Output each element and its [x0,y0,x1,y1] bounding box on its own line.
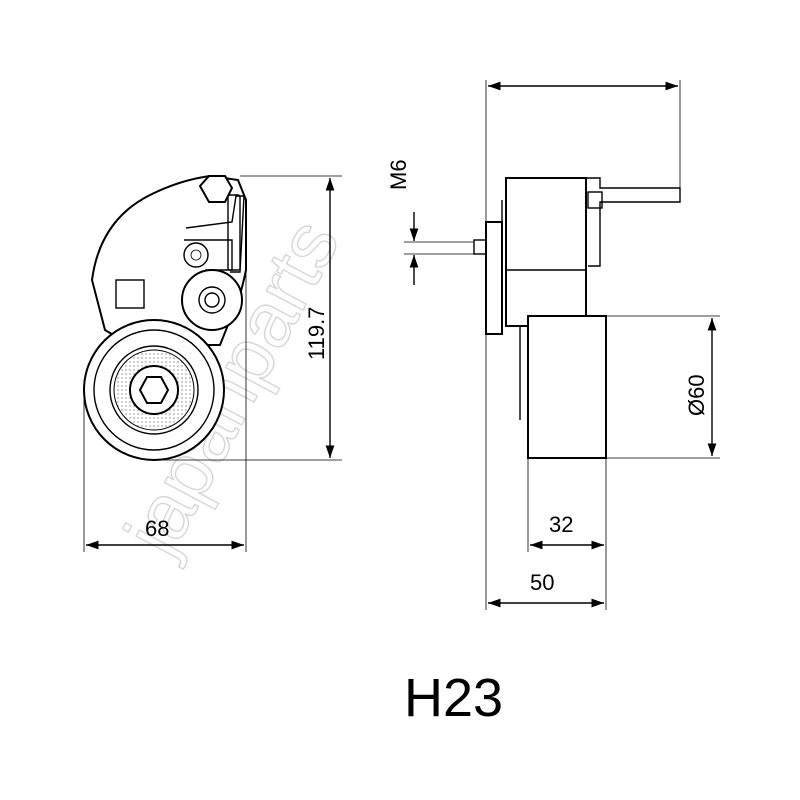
side-view [473,177,681,459]
dim-height-label: 119.7 [304,307,329,360]
pulley-hub [109,345,199,435]
eccentric-washer-hole [204,292,220,308]
hex-nut [198,175,234,203]
front-view [83,174,247,461]
small-bolt [183,242,209,268]
flange-stud [473,239,487,255]
pulley-side [527,315,607,459]
housing-top [505,177,587,327]
lever-wire [586,177,681,267]
dim-m6-label: M6 [386,159,411,190]
dim-50-label: 50 [530,570,554,595]
front-dimensions: 119.7 68 [83,175,342,552]
small-bolt-inner [190,249,202,261]
eccentric-washer [181,269,243,331]
dim-width-label: 68 [145,516,169,541]
dim-32-label: 32 [549,512,573,537]
part-code: H23 [404,668,503,728]
pulley-rim [93,329,215,451]
flange-plate [485,221,503,335]
lever-slot [227,194,241,271]
lever-tab [587,191,603,209]
side-dimensions: M6 Ø60 32 50 [386,80,720,610]
center-hex-bolt [138,376,170,404]
dim-diameter-label: Ø60 [684,374,709,416]
square-marker [115,279,145,309]
eccentric-washer-ring [198,286,226,314]
